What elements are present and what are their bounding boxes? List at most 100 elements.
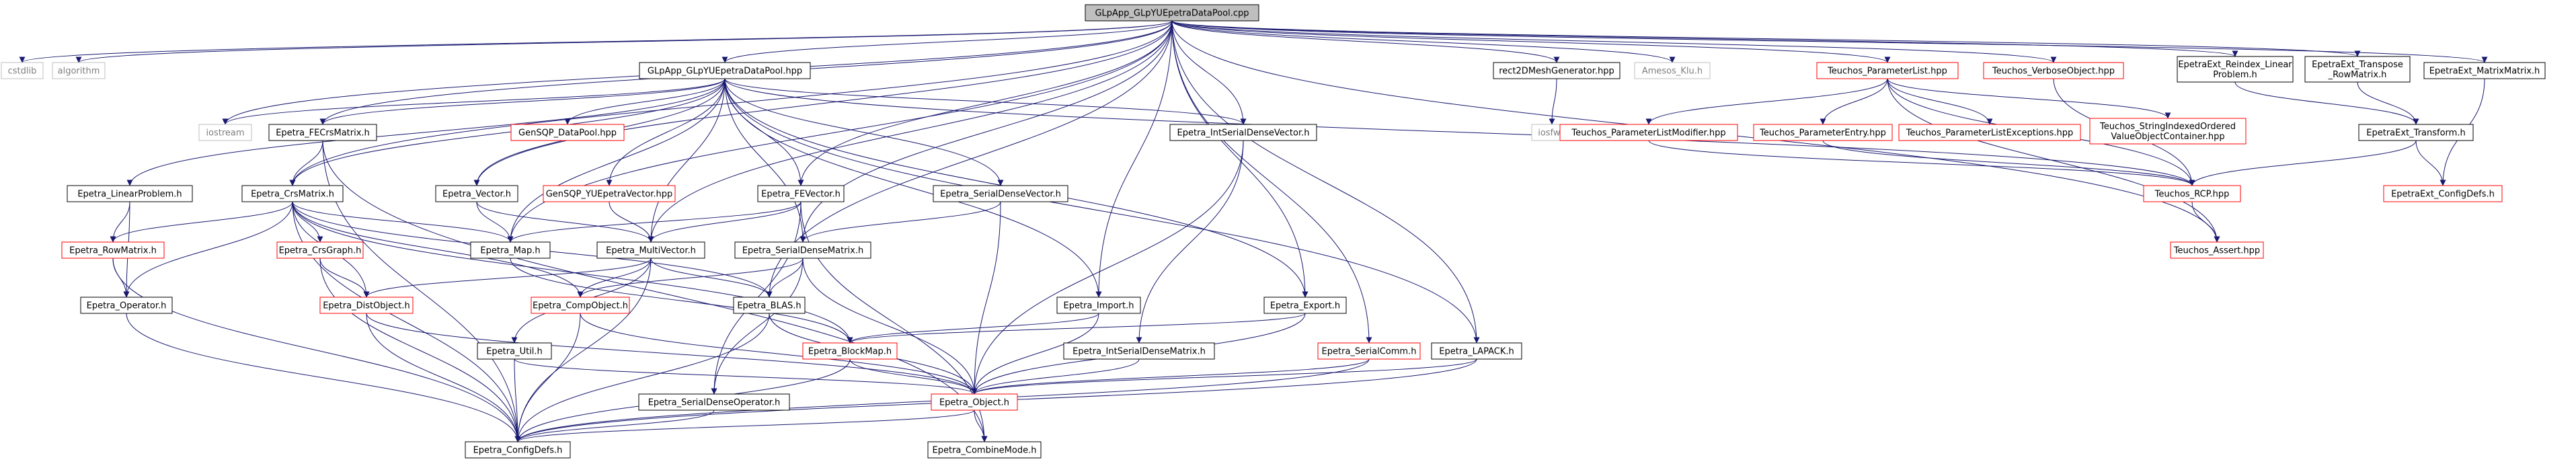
node-t_pe-label: Teuchos_ParameterEntry.hpp (1759, 128, 1886, 139)
node-iosfwd-label: iosfwd (1538, 128, 1566, 139)
node-linprob[interactable]: Epetra_LinearProblem.h (67, 185, 193, 202)
node-compobject[interactable]: Epetra_CompObject.h (531, 297, 630, 314)
node-combinemode[interactable]: Epetra_CombineMode.h (927, 441, 1042, 459)
node-t_ple[interactable]: Teuchos_ParameterListExceptions.hpp (1898, 124, 2081, 141)
edge-util-to-configdefs (514, 358, 521, 442)
node-t_plm-label: Teuchos_ParameterListModifier.hpp (1571, 128, 1725, 139)
edge-multivector-to-compobject (577, 258, 652, 298)
node-int_sdm-box (1063, 342, 1215, 360)
node-t_rcp[interactable]: Teuchos_RCP.hpp (2143, 185, 2241, 202)
node-t_sioc[interactable]: Teuchos_StringIndexedOrderedValueObjectC… (2089, 118, 2247, 145)
node-int_sdv[interactable]: Epetra_IntSerialDenseVector.h (1169, 124, 1317, 141)
node-export-box (1263, 297, 1347, 314)
node-root[interactable]: GLpApp_GLpYUEpetraDataPool.cpp (1085, 4, 1259, 22)
edge-dp_hpp-to-multivector (648, 78, 726, 243)
edge-map-to-blockmap (510, 258, 853, 344)
node-map[interactable]: Epetra_Map.h (470, 241, 551, 259)
node-gensqp_yue[interactable]: GenSQP_YUEpetraVector.hpp (543, 185, 676, 202)
node-serialcomm[interactable]: Epetra_SerialComm.h (1317, 342, 1421, 360)
node-t_plist[interactable]: Teuchos_ParameterList.hpp (1816, 62, 1959, 79)
node-gensqp_dp[interactable]: GenSQP_DataPool.hpp (510, 124, 625, 141)
edge-root-to-ext_transpose (1171, 20, 2360, 57)
node-operator-label: Epetra_Operator.h (87, 301, 167, 311)
edge-crs-to-configdefs (292, 201, 521, 442)
node-int_sdv-box (1169, 124, 1317, 141)
edge-root-to-serialcomm (1171, 20, 1372, 344)
node-distobject[interactable]: Epetra_DistObject.h (319, 297, 414, 314)
node-fecrs[interactable]: Epetra_FECrsMatrix.h (268, 124, 377, 141)
node-t_assert[interactable]: Teuchos_Assert.hpp (2170, 241, 2264, 259)
node-blockmap[interactable]: Epetra_BlockMap.h (802, 342, 898, 360)
node-import[interactable]: Epetra_Import.h (1056, 297, 1141, 314)
edge-dp_hpp-to-sdv (724, 78, 1004, 186)
node-int_sdm-label: Epetra_IntSerialDenseMatrix.h (1072, 347, 1206, 357)
node-sdm[interactable]: Epetra_SerialDenseMatrix.h (734, 241, 871, 259)
node-int_sdm[interactable]: Epetra_IntSerialDenseMatrix.h (1063, 342, 1215, 360)
node-dp_hpp[interactable]: GLpApp_GLpYUEpetraDataPool.hpp (639, 62, 811, 79)
node-fevector[interactable]: Epetra_FEVector.h (757, 185, 845, 202)
node-ext_configdefs[interactable]: EpetraExt_ConfigDefs.h (2383, 185, 2503, 202)
edge-dp_hpp-to-iostream (222, 78, 726, 125)
edge-int_sdv-to-int_sdm (1136, 140, 1244, 344)
node-multivector[interactable]: Epetra_MultiVector.h (596, 241, 705, 259)
node-sdv[interactable]: Epetra_SerialDenseVector.h (933, 185, 1068, 202)
edge-vector-to-multivector (476, 201, 654, 243)
node-configdefs[interactable]: Epetra_ConfigDefs.h (465, 441, 571, 459)
node-util-label: Epetra_Util.h (486, 347, 543, 357)
node-blas[interactable]: Epetra_BLAS.h (733, 297, 806, 314)
node-blockmap-label: Epetra_BlockMap.h (808, 347, 892, 357)
edge-multivector-to-blas (650, 258, 773, 298)
node-crs[interactable]: Epetra_CrsMatrix.h (241, 185, 344, 202)
node-t_pe[interactable]: Teuchos_ParameterEntry.hpp (1753, 124, 1893, 141)
edge-t_plist-to-t_assert (1887, 78, 2220, 243)
node-int_sdv-label: Epetra_IntSerialDenseVector.h (1177, 128, 1310, 139)
node-object-label: Epetra_Object.h (939, 398, 1009, 408)
edge-ext_transform-to-t_rcp (2189, 140, 2417, 186)
edge-object-to-configdefs (514, 410, 975, 442)
node-util-box (477, 342, 552, 360)
edge-lapack-to-object (971, 358, 1477, 395)
node-ext_configdefs-box (2383, 185, 2503, 202)
node-util[interactable]: Epetra_Util.h (477, 342, 552, 360)
node-object[interactable]: Epetra_Object.h (931, 393, 1018, 411)
node-t_assert-box (2170, 241, 2264, 259)
node-t_plm-box (1559, 124, 1738, 141)
node-ext_transpose[interactable]: EpetraExt_Transpose_RowMatrix.h (2304, 56, 2411, 83)
node-fecrs-label: Epetra_FECrsMatrix.h (276, 128, 370, 139)
edge-root-to-export (1171, 20, 1309, 298)
node-ext_transform-box (2358, 124, 2474, 141)
edge-gensqp_yue-to-multivector (609, 201, 654, 243)
node-crsgraph-label: Epetra_CrsGraph.h (279, 246, 362, 256)
edge-t_plm-to-t_rcp (1648, 140, 2195, 186)
node-blas-box (733, 297, 806, 314)
node-ext_reindex[interactable]: EpetraExt_Reindex_LinearProblem.h (2177, 56, 2294, 83)
node-lapack-box (1431, 342, 1522, 360)
edge-blockmap-to-object (849, 358, 978, 395)
node-export[interactable]: Epetra_Export.h (1263, 297, 1347, 314)
edge-dp_hpp-to-import (724, 78, 1102, 298)
node-t_plm[interactable]: Teuchos_ParameterListModifier.hpp (1559, 124, 1738, 141)
node-rect2d[interactable]: rect2DMeshGenerator.hpp (1493, 62, 1621, 79)
node-operator[interactable]: Epetra_Operator.h (80, 297, 173, 314)
node-algorithm: algorithm (52, 62, 106, 79)
node-ext_transform-label: EpetraExt_Transform.h (2366, 128, 2465, 139)
edge-root-to-int_sdv (1171, 20, 1247, 125)
node-sdv-box (933, 185, 1068, 202)
node-t_rcp-box (2143, 185, 2241, 202)
node-vector[interactable]: Epetra_Vector.h (435, 185, 518, 202)
node-ext_matrixmatrix-box (2423, 62, 2546, 79)
node-t_verbose[interactable]: Teuchos_VerboseObject.hpp (1983, 62, 2124, 79)
edge-int_sdm-to-object (971, 358, 1140, 395)
edge-crs-to-operator (123, 201, 293, 298)
node-rowmatrix[interactable]: Epetra_RowMatrix.h (61, 241, 165, 259)
node-crsgraph[interactable]: Epetra_CrsGraph.h (276, 241, 364, 259)
node-t_verbose-label: Teuchos_VerboseObject.hpp (1992, 67, 2115, 77)
node-rect2d-box (1493, 62, 1621, 79)
edge-util-to-object (514, 358, 978, 395)
edge-root-to-rect2d (1171, 20, 1560, 63)
node-serialcomm-label: Epetra_SerialComm.h (1322, 347, 1417, 357)
node-lapack[interactable]: Epetra_LAPACK.h (1431, 342, 1522, 360)
node-ext_matrixmatrix[interactable]: EpetraExt_MatrixMatrix.h (2423, 62, 2546, 79)
node-sdop[interactable]: Epetra_SerialDenseOperator.h (638, 393, 790, 411)
node-ext_transform[interactable]: EpetraExt_Transform.h (2358, 124, 2474, 141)
